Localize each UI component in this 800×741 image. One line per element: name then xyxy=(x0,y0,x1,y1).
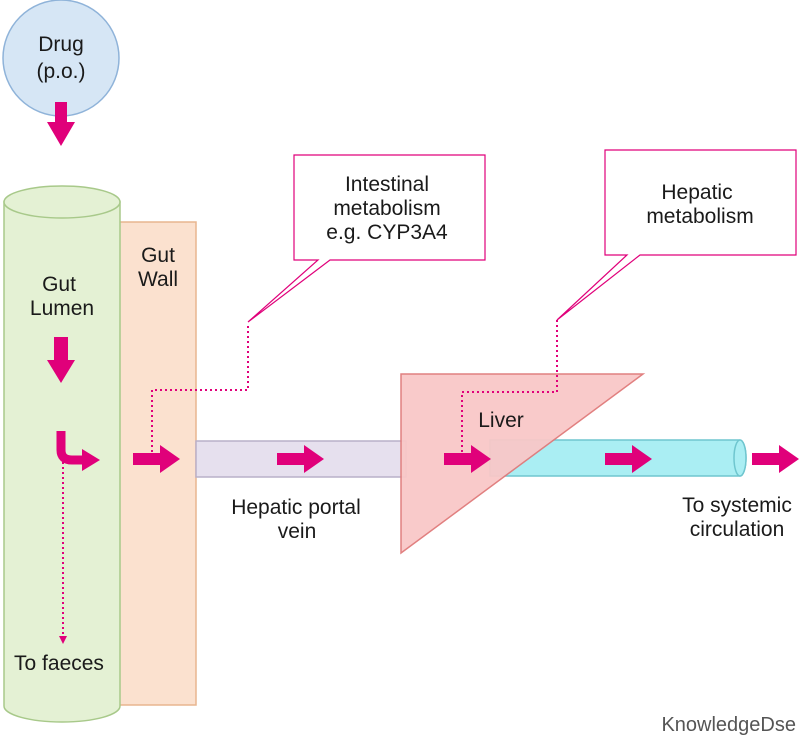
liver-label: Liver xyxy=(478,409,524,432)
lumen-down-arrow xyxy=(47,337,75,383)
liver-triangle xyxy=(400,373,646,555)
hepatic-portal-vein-label-line1: Hepatic portal xyxy=(231,496,361,519)
lumen-curved-arrow-head xyxy=(82,449,100,471)
liver-arrow xyxy=(444,445,491,473)
hepatic-callout-line2: metabolism xyxy=(646,205,753,228)
intestinal-callout-line1: Intestinal xyxy=(345,173,429,196)
drug-circle xyxy=(2,0,120,117)
gut-lumen-label-line1: Gut xyxy=(42,273,76,296)
systemic-arrow xyxy=(605,445,652,473)
gut-wall-label-line2: Wall xyxy=(138,268,178,291)
knowledgedose-logo: KnowledgeDse xyxy=(661,714,796,736)
hepatic-portal-vein-label-line2: vein xyxy=(278,520,317,543)
drug-label-line1: Drug xyxy=(38,33,84,56)
gut-wall-label-line1: Gut xyxy=(141,244,175,267)
hepatic-metabolism-callout xyxy=(556,149,797,321)
intestinal-metabolism-pathway xyxy=(151,323,249,452)
gut-lumen-body xyxy=(3,201,121,723)
logo-pill-o: se xyxy=(775,714,796,736)
drug-down-arrow xyxy=(47,102,75,146)
lumen-curved-arrow xyxy=(56,431,82,465)
to-faeces-label: To faeces xyxy=(14,652,104,675)
intestinal-metabolism-callout xyxy=(247,154,486,323)
portal-vein-arrow xyxy=(277,445,324,473)
systemic-circulation-tube-end xyxy=(733,439,747,477)
intestinal-callout-line3: e.g. CYP3A4 xyxy=(326,221,448,244)
drug-label-line2: (p.o.) xyxy=(36,60,85,83)
gut-lumen-top xyxy=(3,185,121,219)
intestinal-callout-line2: metabolism xyxy=(333,197,440,220)
to-systemic-label-line2: circulation xyxy=(690,518,785,541)
to-systemic-label-line1: To systemic xyxy=(682,494,792,517)
hepatic-metabolism-pathway xyxy=(461,320,558,452)
hepatic-callout-line1: Hepatic xyxy=(661,181,732,204)
gut-lumen-label-line2: Lumen xyxy=(30,297,94,320)
gut-wall-arrow xyxy=(133,445,180,473)
exit-arrow xyxy=(752,445,799,473)
